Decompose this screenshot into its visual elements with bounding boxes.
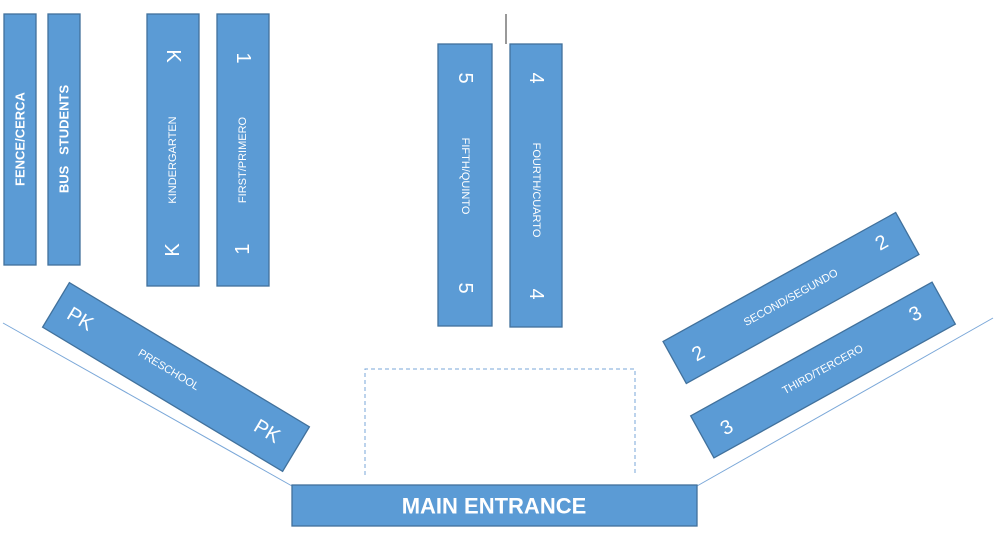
main-entrance-label: MAIN ENTRANCE	[402, 494, 587, 519]
fifth-label: FIFTH/QUINTO	[459, 138, 471, 215]
left-boundary-line	[2, 322, 293, 487]
fence-zone: FENCE/CERCA	[3, 13, 37, 266]
kindergarten-zone: K KINDERGARTEN K	[146, 13, 200, 287]
fifth-mark-bottom: 5	[454, 282, 476, 293]
kindergarten-mark-bottom: K	[162, 243, 184, 257]
first-label: FIRST/PRIMERO	[237, 116, 249, 203]
fourth-mark-top: 4	[525, 72, 547, 83]
fifth-mark-top: 5	[454, 72, 476, 83]
kindergarten-mark-top: K	[162, 49, 184, 63]
bus-students-zone: BUS STUDENTS	[47, 13, 81, 266]
fourth-label: FOURTH/CUARTO	[530, 143, 542, 238]
right-boundary-line	[696, 317, 994, 487]
first-grade-zone: 1 FIRST/PRIMERO 1	[216, 13, 270, 287]
kindergarten-label: KINDERGARTEN	[167, 116, 179, 203]
fifth-grade-zone: 5 FIFTH/QUINTO 5	[437, 43, 493, 327]
preschool-zone: PK PRESCHOOL PK	[41, 281, 311, 473]
main-entrance-zone: MAIN ENTRANCE	[291, 484, 698, 527]
fourth-mark-bottom: 4	[525, 288, 547, 299]
bus-students-label: BUS STUDENTS	[57, 85, 72, 194]
fourth-grade-zone: 4 FOURTH/CUARTO 4	[509, 43, 563, 328]
entrance-area-outline	[364, 368, 636, 475]
first-mark-top: 1	[232, 52, 254, 63]
first-mark-bottom: 1	[232, 243, 254, 254]
third-grade-zone: 3 THIRD/TERCERO 3	[689, 281, 957, 459]
fence-label: FENCE/CERCA	[13, 91, 28, 186]
